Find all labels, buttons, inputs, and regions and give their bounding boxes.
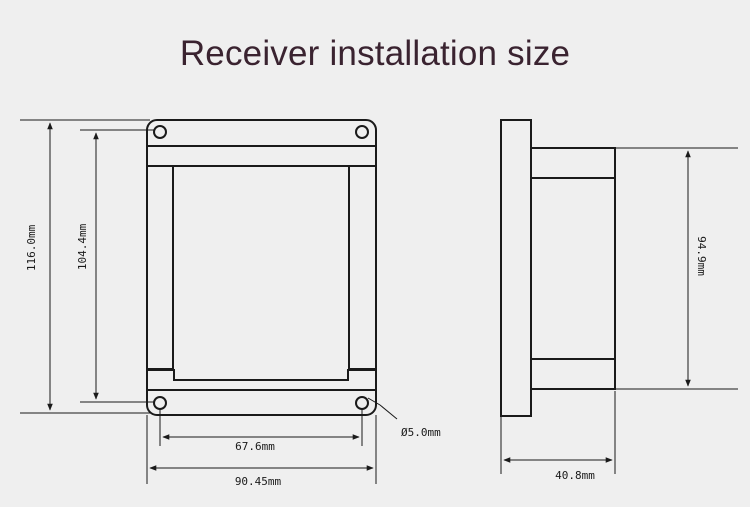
hole-diameter-label: Ø5.0mm [401,426,441,439]
side-view [500,119,616,417]
overall-height-label: 116.0mm [25,224,38,271]
front-inner-body [147,145,376,391]
front-right-terminal [348,165,377,370]
side-flange [500,119,532,417]
side-dimension-lines [500,147,738,474]
side-depth-label: 40.8mm [555,469,595,482]
front-left-terminal [146,165,174,370]
hole-spacing-vertical-label: 104.4mm [76,223,89,270]
front-dimension-lines [20,119,398,484]
front-outer-plate [146,119,377,416]
hole-spacing-horizontal-label: 67.6mm [235,440,275,453]
side-body [530,147,616,390]
side-height-label: 94.9mm [695,236,708,276]
overall-width-label: 90.45mm [235,475,282,488]
front-view [146,119,377,416]
mounting-hole-top-left [153,125,167,139]
page-title: Receiver installation size [179,34,571,73]
mounting-hole-bottom-right [355,396,369,410]
mounting-hole-bottom-left [153,396,167,410]
mounting-hole-top-right [355,125,369,139]
